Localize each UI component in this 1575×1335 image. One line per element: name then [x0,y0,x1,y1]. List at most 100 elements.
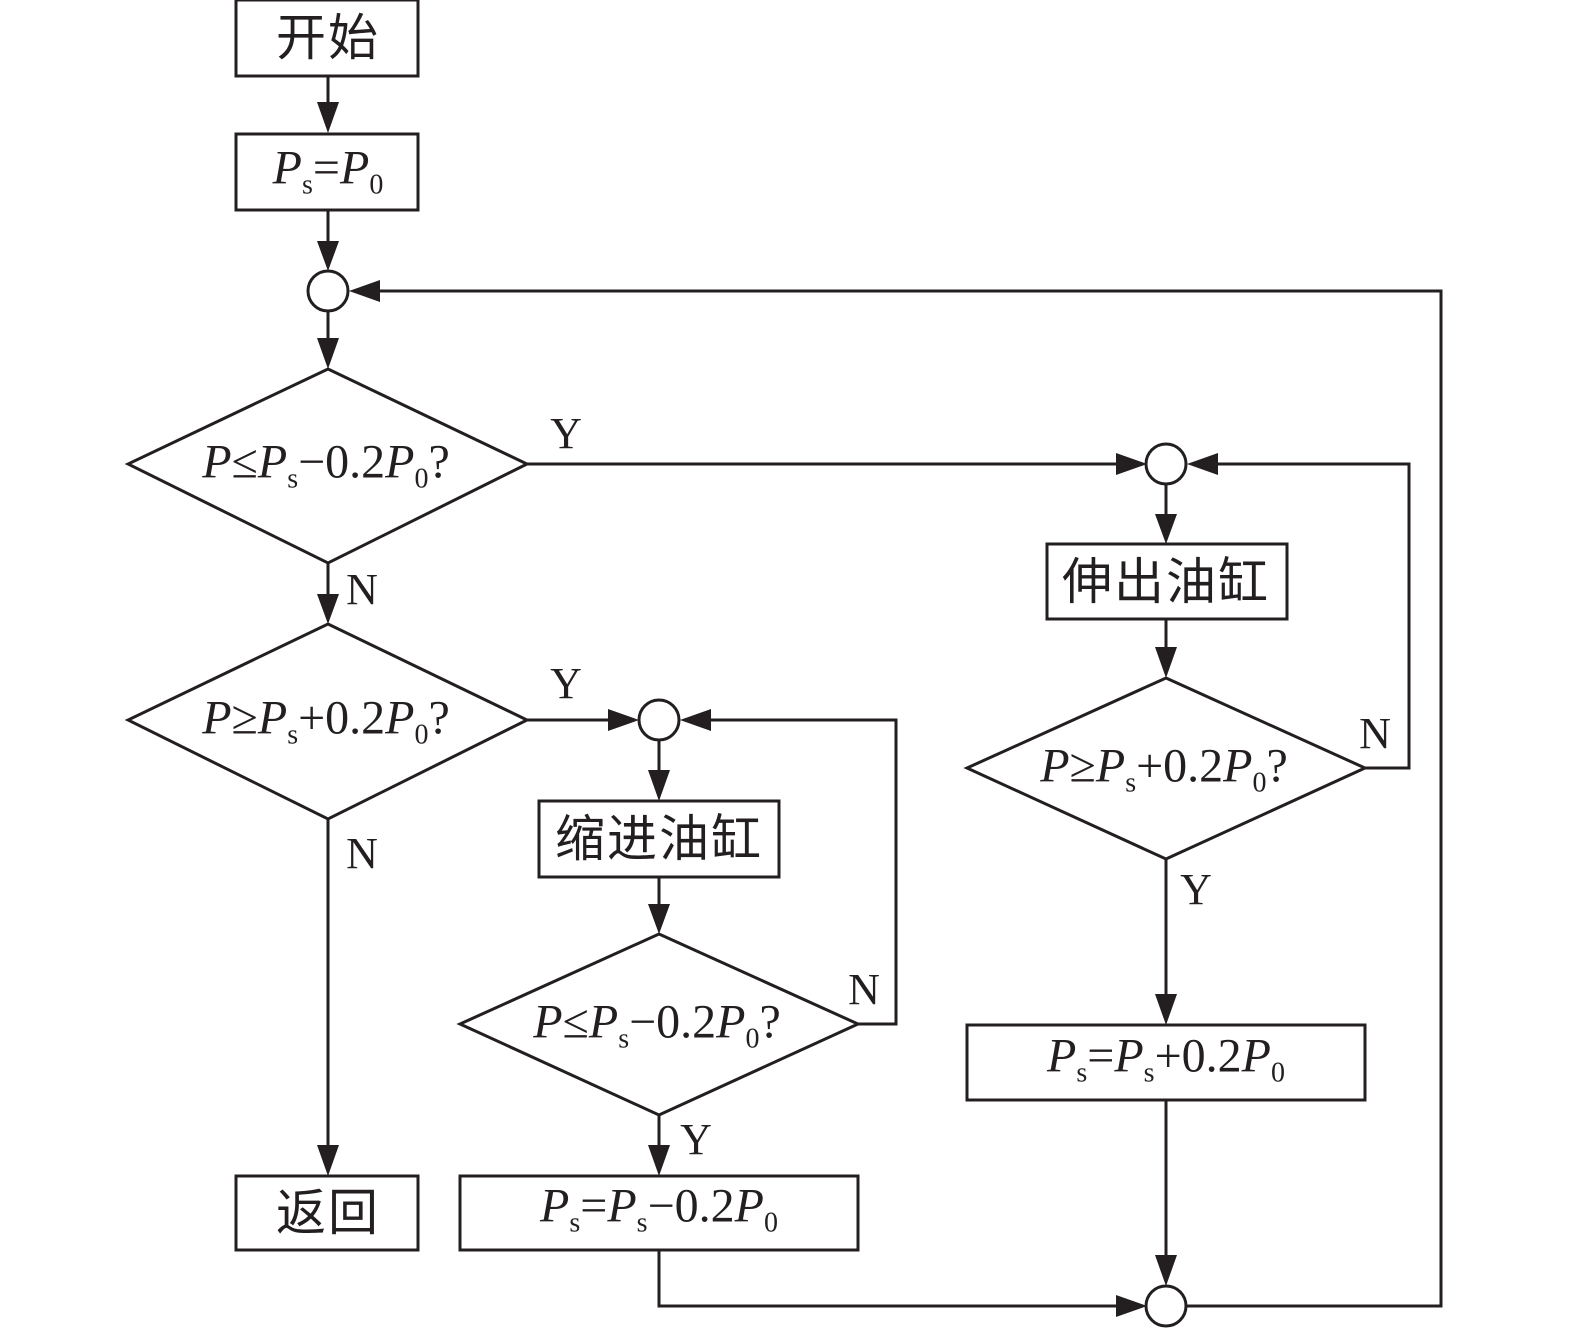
question-mark: ? [428,691,450,745]
node-init [234,132,420,212]
decision-1-formula: P≤Ps−0.2P0? [202,435,450,495]
const: +0.2 [1136,739,1224,793]
update-plus-formula: Ps=Ps+0.2P0 [1047,1029,1285,1089]
edge-d3-no [708,718,898,1026]
op: ≤ [231,435,258,489]
question-mark: ? [1266,739,1288,793]
node-decision-4 [963,676,1369,861]
sub: 0 [1270,1057,1285,1089]
var: P [257,691,288,745]
arrowhead [1155,647,1177,678]
var: P [339,141,370,195]
var: P [1223,739,1253,793]
var: P [734,1179,764,1233]
arrowhead [317,338,339,369]
op: ≤ [562,995,589,1049]
const: +0.2 [298,691,386,745]
var: P [588,995,619,1049]
var: P [257,435,288,489]
edge-loop-main [377,289,1443,1308]
update-minus-formula: Ps=Ps−0.2P0 [540,1179,778,1239]
const: −0.2 [298,435,386,489]
arrowhead [648,770,670,801]
var: P [385,691,415,745]
edge-label-d3-no: N [848,965,880,1014]
sub: s [569,1207,581,1239]
edge-label-d4-yes: Y [1180,865,1212,914]
arrowhead [317,102,339,133]
decision-2-formula: P≥Ps+0.2P0? [202,691,450,751]
op: = [1087,1029,1115,1083]
var: P [1047,1029,1077,1083]
edge-label-d2-no: N [346,829,378,878]
arrowhead [1116,1295,1147,1317]
edges [317,76,1443,1317]
sub: s [287,719,299,751]
question-mark: ? [428,435,450,489]
sub: s [1076,1057,1088,1089]
var: P [533,995,563,1049]
arrowhead [680,709,711,731]
edge-d4-no [1215,462,1411,770]
var: P [716,995,746,1049]
edge-label-d2-yes: Y [550,659,582,708]
op: ≥ [1069,739,1096,793]
junction-bottom [1144,1284,1188,1328]
sub: s [618,1023,630,1055]
node-retract [537,799,781,879]
arrowhead [317,241,339,271]
var: P [540,1179,570,1233]
sub: 0 [369,169,384,201]
node-start [234,0,420,78]
arrowhead [648,904,670,934]
node-extend [1045,542,1289,621]
sub: s [1125,767,1137,799]
node-update-plus [965,1023,1367,1102]
const: −0.2 [629,995,717,1049]
sub: 0 [745,1023,760,1055]
sub: 0 [1252,767,1267,799]
var: P [1114,1029,1144,1083]
node-decision-3 [456,932,862,1117]
var: P [202,435,232,489]
init-formula: Ps=P0 [272,141,384,201]
decision-3-formula: P≤Ps−0.2P0? [533,995,781,1055]
question-mark: ? [759,995,781,1049]
arrowhead [608,709,639,731]
arrowhead [648,1145,670,1176]
node-update-minus [458,1174,860,1252]
arrowhead [1155,994,1177,1025]
junction-retract [637,698,681,742]
var: P [1241,1029,1271,1083]
edge-update-minus-bottom [657,1250,1120,1308]
const: +0.2 [1154,1029,1242,1083]
decision-4-formula: P≥Ps+0.2P0? [1040,739,1288,799]
arrowhead [349,280,380,302]
retract-label: 缩进油缸 [555,811,763,867]
sub: 0 [763,1207,778,1239]
return-label: 返回 [276,1185,380,1241]
sub: s [287,463,299,495]
var: P [272,141,303,195]
op: = [312,141,340,195]
sub: s [1143,1057,1155,1089]
sub: s [636,1207,648,1239]
edge-label-d1-no: N [346,565,378,614]
edge-label-d1-yes: Y [550,409,582,458]
node-decision-2 [124,622,531,821]
start-label: 开始 [276,10,380,66]
edge-label-d3-yes: Y [680,1115,712,1164]
arrowhead [317,594,339,624]
var: P [385,435,415,489]
sub: 0 [414,719,429,751]
op: = [580,1179,608,1233]
junction-main [306,269,350,313]
const: −0.2 [647,1179,735,1233]
arrowhead [1116,453,1147,475]
junction-extend [1144,442,1188,486]
sub: s [302,169,313,201]
extend-label: 伸出油缸 [1062,554,1270,610]
var: P [202,691,232,745]
var: P [1040,739,1070,793]
